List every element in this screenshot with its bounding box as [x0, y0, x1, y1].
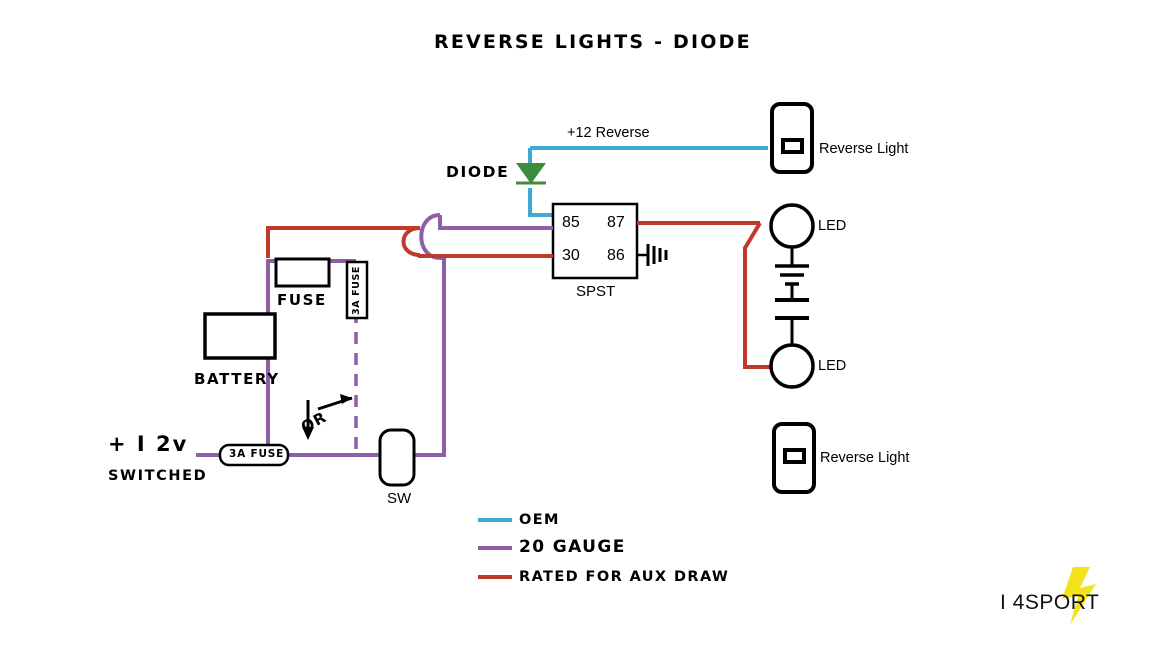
fuse-3a-inline-box: [218, 443, 290, 467]
label-fuse-3a-vertical: 3A FUSE: [351, 265, 362, 315]
label-switch: SW: [387, 490, 412, 507]
battery-box: [203, 312, 277, 360]
wire-oem-blue: [528, 146, 768, 217]
reverse-light-bottom-symbol: [772, 422, 816, 494]
label-reverse-light-bottom: Reverse Light: [820, 450, 910, 466]
label-battery: BATTERY: [194, 370, 280, 388]
fuse-3a-vertical-box: [345, 260, 369, 320]
legend-label-20-gauge: 20 GAUGE: [519, 537, 626, 557]
watermark-text: I 4SPORT: [1000, 591, 1100, 614]
label-relay-86: 86: [607, 247, 625, 264]
led-top-symbol: [769, 203, 815, 249]
label-led-top: LED: [818, 218, 847, 234]
wire-aux-red: [266, 221, 772, 369]
label-relay-type: SPST: [576, 283, 616, 300]
label-led-bottom: LED: [818, 358, 847, 374]
label-relay-85: 85: [562, 214, 580, 231]
label-reverse-light-top: Reverse Light: [819, 141, 909, 157]
legend-label-aux-draw: RATED FOR AUX DRAW: [519, 569, 730, 585]
led-interconnect-symbol: [775, 247, 809, 345]
label-relay-87: 87: [607, 214, 625, 231]
label-switched: SWITCHED: [108, 468, 208, 484]
page-title: REVERSE LIGHTS - DIODE: [434, 31, 752, 53]
label-reverse-feed: +12 Reverse: [567, 125, 650, 141]
label-relay-30: 30: [562, 247, 580, 264]
relay-box: [551, 202, 639, 280]
label-fuse-3a-inline: 3A FUSE: [229, 448, 285, 460]
watermark-bolt-icon: [1062, 567, 1096, 625]
relay-ground-symbol: [637, 244, 668, 266]
legend-swatches: [478, 518, 512, 579]
legend-label-oem: OEM: [519, 512, 560, 528]
label-diode: DIODE: [446, 163, 510, 181]
reverse-light-top-symbol: [770, 102, 814, 174]
or-arrows: [302, 394, 353, 440]
diode-symbol: [516, 163, 546, 185]
fuse-box: [274, 257, 331, 288]
switch-box: [378, 428, 416, 487]
label-switched-12v: + I 2v: [108, 432, 189, 456]
led-bottom-symbol: [769, 343, 815, 389]
label-fuse: FUSE: [277, 291, 327, 309]
